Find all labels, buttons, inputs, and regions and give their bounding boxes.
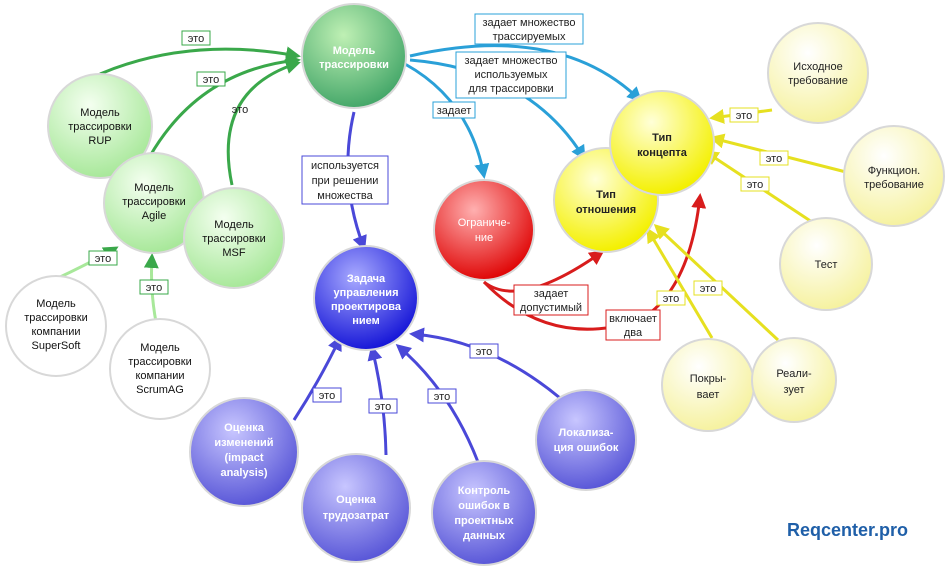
label-effort-eto: это — [368, 398, 398, 414]
svg-text:Покры-вает: Покры-вает — [690, 373, 727, 401]
brand-watermark: Reqcenter.pro — [787, 520, 909, 540]
svg-text:это: это — [375, 401, 391, 413]
svg-text:это: это — [188, 33, 204, 45]
svg-text:это: это — [232, 104, 248, 116]
svg-text:это: это — [663, 293, 679, 305]
node-covers: Покры-вает — [661, 338, 755, 432]
label-rup-eto: это — [181, 30, 211, 46]
svg-text:задает: задает — [437, 105, 472, 117]
svg-text:это: это — [203, 74, 219, 86]
svg-text:это: это — [476, 346, 492, 358]
svg-text:это: это — [95, 253, 111, 265]
label-test-eto: это — [740, 176, 770, 192]
node-functional-requirement: Функцион.требование — [843, 125, 945, 227]
svg-text:Ограниче-ние: Ограниче-ние — [458, 217, 511, 244]
edge-control-to-task — [395, 344, 480, 463]
label-source-eto: это — [729, 107, 759, 123]
node-test: Тест — [779, 217, 873, 311]
label-scrumag-eto: это — [139, 279, 169, 295]
label-functional-eto: это — [759, 150, 789, 166]
svg-text:Тест: Тест — [815, 259, 838, 271]
label-control-eto: это — [427, 388, 457, 404]
edge-impact-to-task — [292, 335, 342, 421]
label-localization-eto: это — [469, 343, 499, 359]
node-error-localization: Локализа-ция ошибок — [535, 389, 637, 491]
svg-text:это: это — [736, 110, 752, 122]
svg-text:Локализа-ция ошибок: Локализа-ция ошибок — [554, 427, 619, 454]
svg-text:это: это — [434, 391, 450, 403]
label-msf-eto: это — [232, 104, 248, 116]
edge-rup-to-model — [99, 46, 301, 76]
edge-covers-to-relation — [646, 227, 714, 339]
label-agile-eto: это — [196, 71, 226, 87]
svg-text:это: это — [766, 153, 782, 165]
svg-text:Реали-зует: Реали-зует — [776, 368, 812, 396]
label-sets: задает — [432, 101, 476, 119]
edge-model-to-concept — [409, 44, 643, 103]
edge-msf-to-model — [226, 59, 301, 186]
svg-text:это: это — [319, 390, 335, 402]
svg-text:это: это — [747, 179, 763, 191]
svg-text:Функцион.требование: Функцион.требование — [864, 165, 924, 191]
edge-agile-to-model — [148, 53, 301, 157]
node-implements: Реали-зует — [751, 337, 837, 423]
label-implements-eto: это — [693, 280, 723, 296]
svg-text:это: это — [700, 283, 716, 295]
node-constraint: Ограниче-ние — [433, 179, 535, 281]
svg-text:это: это — [146, 282, 162, 294]
label-covers-eto: это — [656, 290, 686, 306]
label-impact-eto: это — [312, 387, 342, 403]
label-supersoft-eto: это — [88, 250, 118, 266]
